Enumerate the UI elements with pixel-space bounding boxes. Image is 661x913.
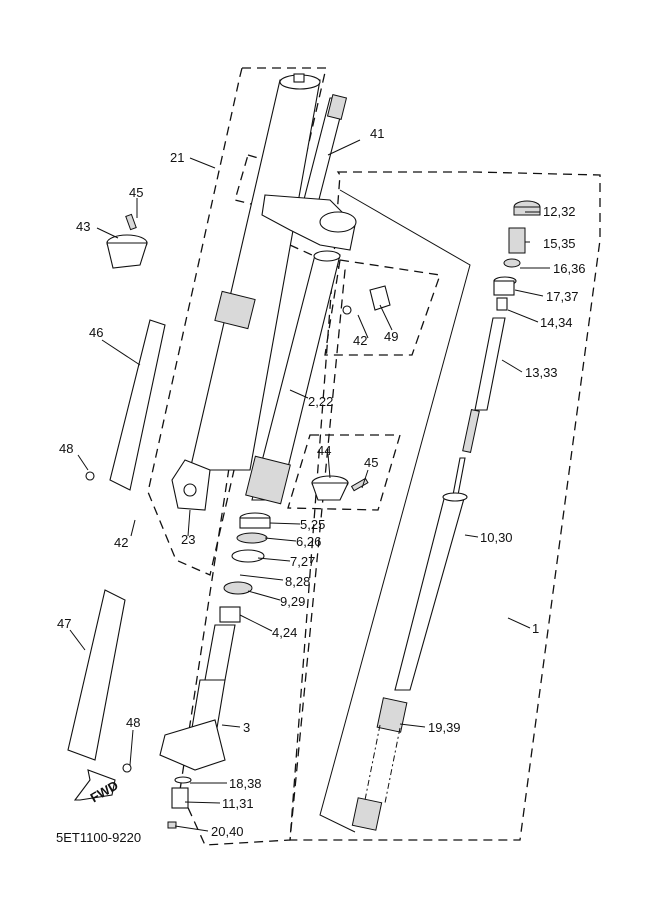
group-outline-left-fork-assembly [179, 244, 346, 846]
callout-8-28: 8,28 [285, 574, 310, 589]
callout-10-30: 10,30 [480, 530, 513, 545]
callout-11-31: 11,31 [222, 796, 254, 811]
callout-49: 49 [384, 329, 398, 344]
callout-4-24: 4,24 [272, 625, 297, 640]
cap-bolt-stack [493, 200, 541, 311]
inner-tube-2-22 [245, 250, 341, 505]
callout-1: 1 [532, 621, 539, 636]
callout-18-38: 18,38 [229, 776, 262, 791]
callout-44: 44 [317, 443, 331, 458]
fork-guard-47 [67, 589, 132, 773]
steering-stem-41 [299, 94, 348, 216]
clamp-43 [106, 213, 148, 269]
callout-48-lower: 48 [126, 715, 140, 730]
callout-45-lower: 45 [364, 455, 378, 470]
leader-lines [69, 139, 550, 832]
spring-19-39 [351, 697, 408, 831]
callout-3: 3 [243, 720, 250, 735]
callout-labels: 1 2,22 3 4,24 5,25 6,26 7,27 8,28 9,29 1… [57, 126, 586, 839]
callout-9-29: 9,29 [280, 594, 305, 609]
bracket-49 [342, 285, 391, 315]
fwd-arrow: FWD [73, 769, 121, 805]
callout-42-lower: 42 [114, 535, 128, 550]
callout-14-34: 14,34 [540, 315, 573, 330]
damper-rod [394, 317, 506, 691]
under-bracket [261, 194, 357, 251]
callout-13-33: 13,33 [525, 365, 558, 380]
callout-19-39: 19,39 [428, 720, 461, 735]
group-outline-21 [147, 67, 327, 576]
callout-46: 46 [89, 325, 103, 340]
callout-6-26: 6,26 [296, 534, 321, 549]
callout-5-25: 5,25 [300, 517, 325, 532]
callout-7-27: 7,27 [290, 554, 315, 569]
callout-15-35: 15,35 [543, 236, 576, 251]
callout-47: 47 [57, 616, 71, 631]
clamp-44 [311, 475, 369, 501]
bottom-case-3 [159, 624, 236, 829]
callout-21: 21 [170, 150, 184, 165]
callout-17-37: 17,37 [546, 289, 579, 304]
callout-12-32: 12,32 [543, 204, 576, 219]
callout-41: 41 [370, 126, 384, 141]
callout-2-22: 2,22 [308, 394, 333, 409]
callout-48-upper: 48 [59, 441, 73, 456]
fork-guard-46 [85, 319, 166, 491]
callout-43: 43 [76, 219, 90, 234]
group-outline-49 [324, 259, 441, 356]
callout-42-upper: 42 [353, 333, 367, 348]
seal-stack [219, 512, 271, 623]
drawing-code: 5ET1100-9220 [56, 830, 141, 845]
callout-23: 23 [181, 532, 195, 547]
callout-20-40: 20,40 [211, 824, 244, 839]
inner-group-frame [319, 189, 471, 833]
group-outline-44 [287, 434, 401, 511]
callout-16-36: 16,36 [553, 261, 586, 276]
callout-45-upper: 45 [129, 185, 143, 200]
outer-tube-21 [171, 73, 321, 511]
